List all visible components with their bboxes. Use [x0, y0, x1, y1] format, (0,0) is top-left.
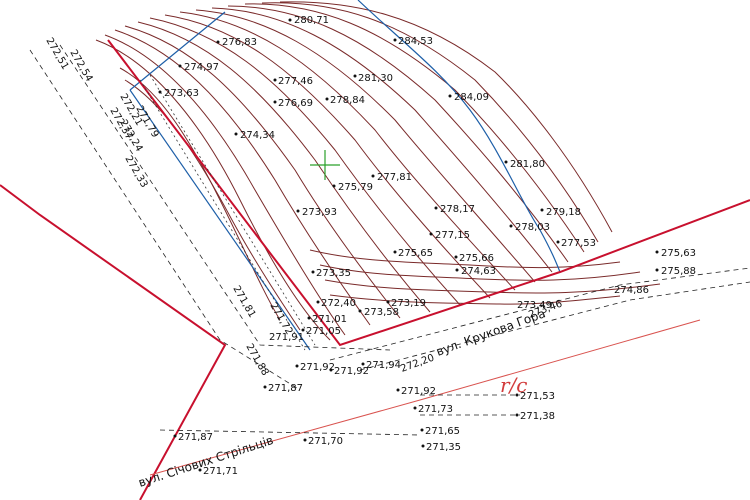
elevation-label: 273,49 — [517, 300, 552, 311]
elevation-label: 271,92 — [401, 386, 436, 397]
elevation-label: 272,54 — [67, 48, 94, 84]
elevation-label: 273,58 — [364, 307, 399, 318]
street-name-krukova: вул. Крукова Гора — [434, 306, 547, 359]
elevation-label: 277,15 — [435, 230, 470, 241]
red-boundary-lines — [0, 39, 750, 500]
contour-line — [164, 14, 491, 299]
contour-line — [244, 3, 585, 253]
contour-line — [137, 21, 431, 313]
elevation-label: 281,80 — [510, 159, 545, 170]
elevation-label: 284,53 — [398, 36, 433, 47]
elevation-label: 276,69 — [278, 98, 313, 109]
elevation-label: 271,53 — [520, 391, 555, 402]
elevation-label: 271,87 — [178, 432, 213, 443]
contour-line — [324, 279, 661, 294]
elevation-label: 271,88 — [243, 342, 270, 378]
elevation-label: 275,65 — [398, 248, 433, 259]
center-crosshair — [310, 150, 340, 180]
elevation-label: 271,81 — [230, 284, 257, 320]
contour-line — [279, 1, 613, 233]
red-line — [0, 184, 227, 500]
elevation-label: 271,71 — [203, 466, 238, 477]
dashed-line — [59, 44, 391, 351]
elevation-label: 275,88 — [661, 266, 696, 277]
elevation-label: 271,70 — [308, 436, 343, 447]
dashed-line — [159, 429, 421, 436]
elevation-label: 271,38 — [520, 411, 555, 422]
dashed-line — [29, 49, 301, 391]
contour-lines — [95, 1, 661, 341]
elevation-label: 275,66 — [459, 253, 494, 264]
contour-line — [179, 11, 516, 291]
contour-line — [124, 25, 401, 319]
contour-line — [227, 5, 569, 263]
contour-line — [104, 34, 346, 336]
contour-line — [309, 249, 621, 269]
contour-line — [149, 17, 461, 306]
contour-line — [124, 79, 301, 331]
blue-line — [357, 0, 561, 273]
elevation-label: 277,53 — [561, 238, 596, 249]
red-mark: r/c — [500, 373, 528, 397]
elevation-label: 280,71 — [294, 15, 329, 26]
elevation-label: 278,84 — [330, 95, 365, 106]
elevation-label: 274,63 — [461, 266, 496, 277]
elevation-label: 271,92 — [300, 362, 335, 373]
elevation-label: 271,05 — [306, 326, 341, 337]
elevation-label: 278,17 — [440, 204, 475, 215]
elevation-label: 275,63 — [661, 248, 696, 259]
blue-line — [129, 89, 311, 351]
elevation-label: 271,35 — [426, 442, 461, 453]
elevation-label: 274,34 — [240, 130, 275, 141]
elevation-label: 279,18 — [546, 207, 581, 218]
contour-line — [114, 29, 371, 326]
contour-line — [261, 2, 599, 243]
elevation-label: 271,92 — [334, 366, 369, 377]
elevation-label: 273,93 — [302, 207, 337, 218]
elevation-label: 273,35 — [316, 268, 351, 279]
elevation-label: 284,09 — [454, 92, 489, 103]
elevation-label: 271,01 — [312, 314, 347, 325]
contour-line — [319, 264, 641, 281]
contour-line — [329, 294, 621, 305]
elevation-label: 271,65 — [425, 426, 460, 437]
elevation-label: 273,19 — [391, 298, 426, 309]
elevation-label: 273,63 — [164, 88, 199, 99]
elevation-label: 271,87 — [268, 383, 303, 394]
elevation-label: 274,97 — [184, 62, 219, 73]
elevation-label: 275,79 — [338, 182, 373, 193]
elevation-label: 272,33 — [122, 154, 149, 190]
red-line — [149, 319, 701, 476]
elevation-label: 272,40 — [321, 298, 356, 309]
contour-line — [195, 9, 536, 283]
blue-boundary-lines — [129, 0, 561, 351]
elevation-label: 281,30 — [358, 73, 393, 84]
elevation-label: 278,03 — [515, 222, 550, 233]
elevation-label: 271,94 — [366, 360, 401, 371]
elevation-label: 277,46 — [278, 76, 313, 87]
blue-line — [129, 11, 226, 91]
contour-line — [95, 39, 331, 341]
elevation-label: 276,83 — [222, 37, 257, 48]
elevation-label: 271,91 — [269, 332, 304, 343]
elevation-label: 271,73 — [418, 404, 453, 415]
contour-line — [211, 7, 553, 273]
dashed-line — [359, 281, 750, 371]
elevation-label: 274,86 — [614, 285, 649, 296]
dashed-lines — [29, 44, 750, 436]
dashed-line — [329, 267, 750, 361]
dashed-line — [149, 74, 316, 346]
elevation-label: 277,81 — [377, 172, 412, 183]
contour-line — [119, 67, 281, 321]
red-line — [107, 39, 750, 347]
elevation-label: 272,20 — [399, 353, 436, 375]
